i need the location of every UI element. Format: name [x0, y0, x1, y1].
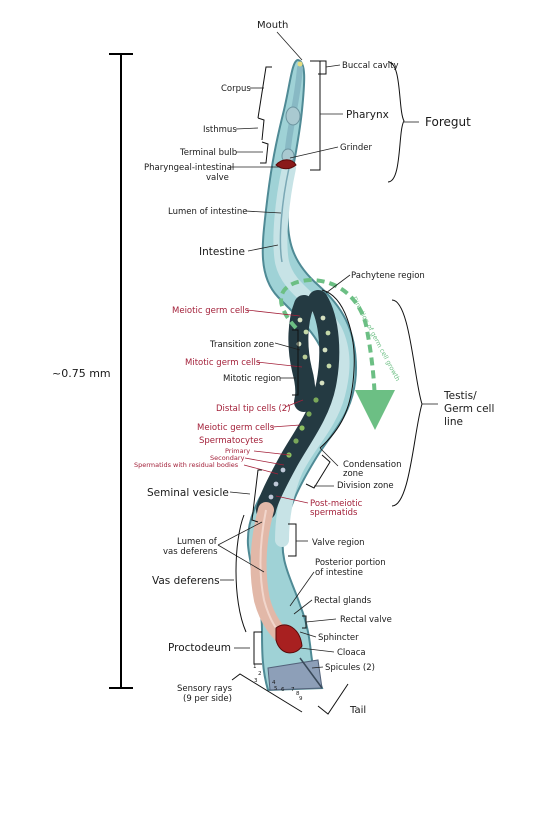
direction-arrow: [279, 277, 395, 430]
division-zone-label: Division zone: [337, 481, 394, 491]
tail-label: Tail: [349, 705, 366, 716]
worm-body: [246, 58, 358, 692]
post-meiotic-label-2: spermatids: [310, 508, 358, 518]
ray-number: 2: [258, 671, 262, 677]
ray-number: 3: [254, 678, 258, 684]
mitotic-cells-label: Mitotic germ cells: [185, 358, 261, 368]
valve-region-label: Valve region: [312, 538, 365, 548]
scale-bar: [109, 53, 133, 689]
rectal-glands-label: Rectal glands: [314, 596, 372, 606]
meiotic-mid-label: Meiotic germ cells: [197, 423, 275, 433]
proctodeum-label: Proctodeum: [168, 642, 231, 654]
sensory-rays-label-1: Sensory rays: [177, 684, 233, 694]
corpus-label: Corpus: [221, 84, 251, 94]
ray-number: 1: [253, 664, 257, 670]
corpus-bulb: [285, 106, 301, 126]
foregut-label: Foregut: [425, 115, 471, 129]
lumen-intestine-label: Lumen of intestine: [168, 207, 248, 217]
mouth-opening: [297, 61, 303, 67]
testis-label-3: line: [444, 416, 463, 428]
grinder-label: Grinder: [340, 143, 372, 153]
pachytene-label: Pachytene region: [351, 271, 425, 281]
condensation-label-2: zone: [343, 469, 363, 479]
condensation-label-1: Condensation: [343, 460, 401, 470]
ray-number: 5: [274, 686, 278, 692]
scale-label: ~0.75 mm: [52, 367, 111, 380]
mitotic-region-label: Mitotic region: [223, 374, 281, 384]
pi-valve-shape: [275, 159, 297, 170]
intestine-lumen-line: [279, 167, 290, 263]
seminal-vesicle-label: Seminal vesicle: [147, 487, 229, 499]
vas-deferens-label: Vas deferens: [152, 575, 220, 587]
lumen-vd-label-2: vas deferens: [163, 547, 218, 557]
spicules-label: Spicules (2): [325, 663, 375, 673]
ray-number: 6: [281, 687, 285, 693]
cloaca-shape: [275, 624, 303, 654]
testis-label-2: Germ cell: [444, 403, 494, 415]
posterior-label-1: Posterior portion: [315, 558, 386, 568]
direction-label: Direction of germ cell growth: [350, 295, 402, 382]
cloaca-label: Cloaca: [337, 648, 366, 658]
pharynx-label: Pharynx: [346, 109, 389, 121]
mouth-label: Mouth: [257, 20, 288, 31]
primary-label: Primary: [225, 447, 250, 455]
post-meiotic-label-1: Post-meiotic: [310, 499, 363, 509]
transition-zone-label: Transition zone: [209, 340, 274, 350]
buccal-cavity-label: Buccal cavity: [342, 61, 398, 71]
rectal-valve-label: Rectal valve: [340, 615, 392, 625]
ray-number: 8: [296, 691, 300, 697]
sphincter-label: Sphincter: [318, 633, 359, 643]
terminal-bulb-label: Terminal bulb: [179, 148, 237, 158]
posterior-label-2: of intestine: [315, 568, 363, 578]
lumen-vd-label-1: Lumen of: [177, 537, 218, 547]
sensory-rays-label-2: (9 per side): [183, 694, 232, 704]
pi-valve-label-1: Pharyngeal-intestinal: [144, 163, 234, 173]
ray-number: 7: [291, 687, 295, 693]
isthmus-label: Isthmus: [203, 125, 237, 135]
ray-number: 4: [272, 680, 276, 686]
spicule-shape: [299, 657, 323, 689]
intestine-label: Intestine: [199, 246, 245, 258]
spermatids-residual-label: Spermatids with residual bodies: [134, 461, 239, 469]
meiotic-top-label: Meiotic germ cells: [172, 306, 250, 316]
pi-valve-label-2: valve: [206, 173, 229, 183]
distal-tip-label: Distal tip cells (2): [216, 404, 291, 414]
ray-number: 9: [299, 696, 303, 702]
testis-label-1: Testis/: [443, 390, 477, 402]
spermatocytes-label: Spermatocytes: [199, 436, 264, 446]
secondary-label: Secondary: [210, 454, 245, 462]
